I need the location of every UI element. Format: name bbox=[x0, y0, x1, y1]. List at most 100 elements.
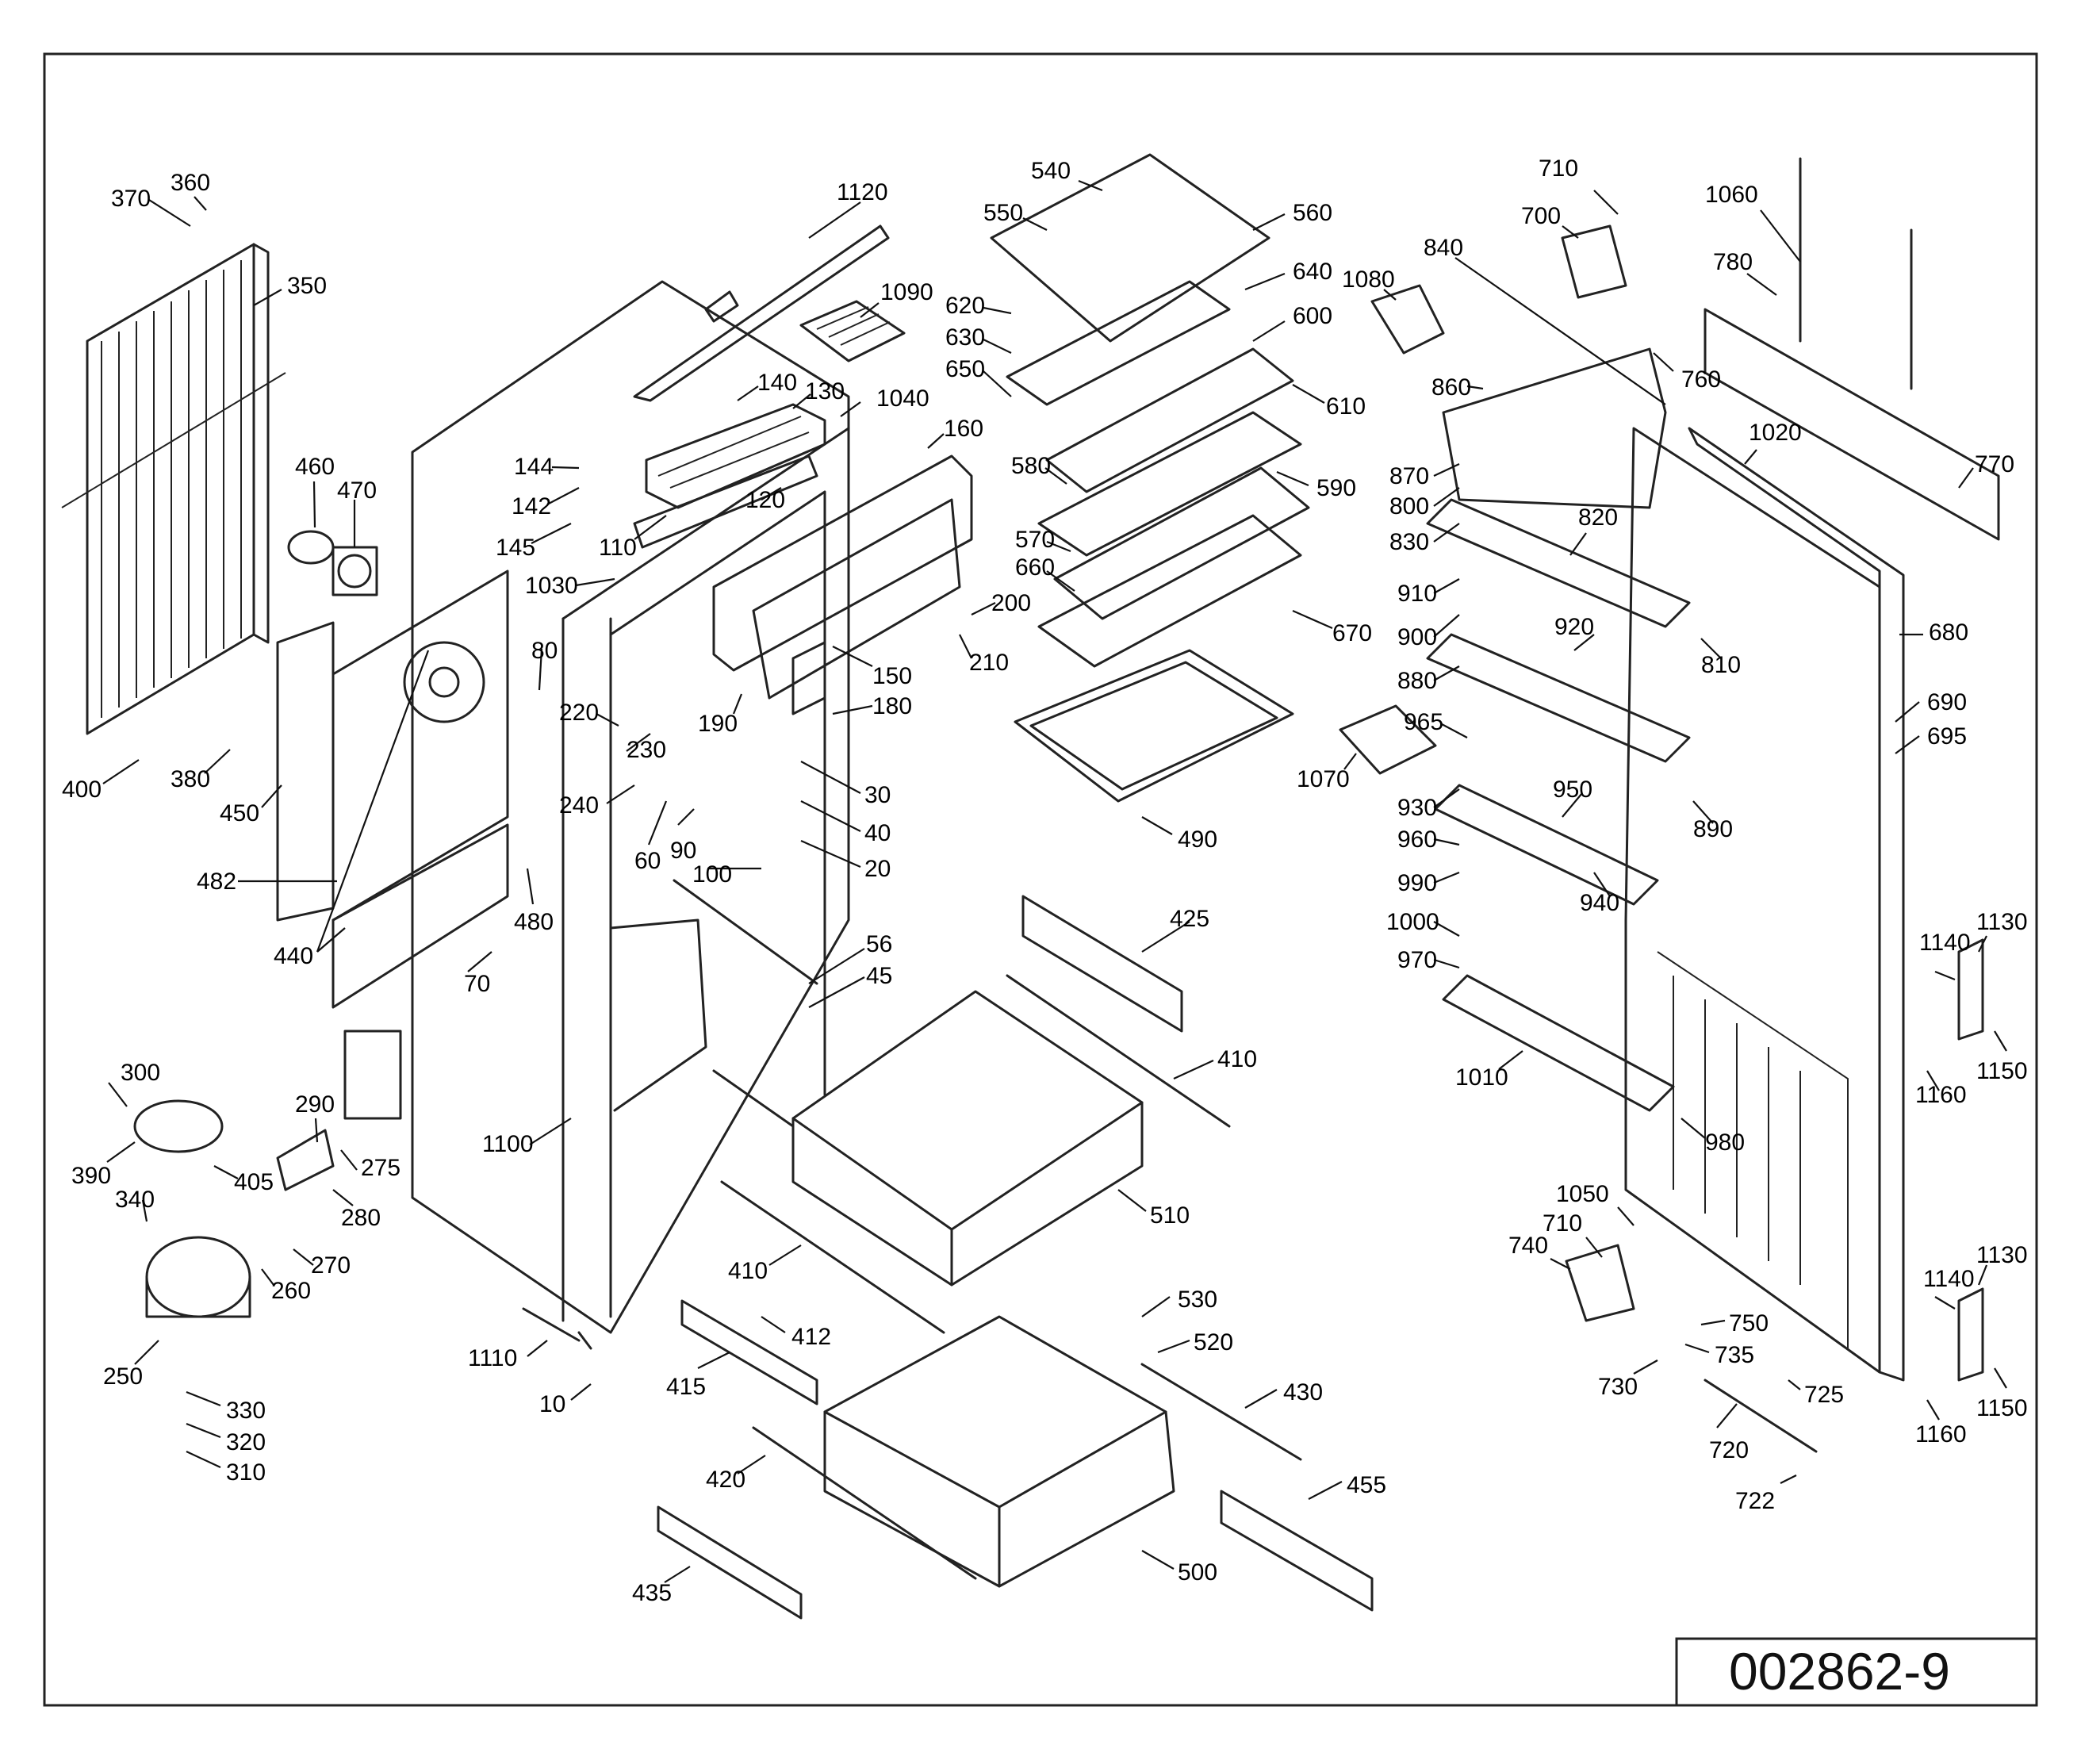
callout-label: 130 bbox=[805, 378, 845, 405]
callout-label: 1010 bbox=[1455, 1064, 1508, 1091]
callout-label: 290 bbox=[295, 1091, 335, 1118]
cabinet-body bbox=[411, 280, 850, 1334]
callout-label: 1130 bbox=[1976, 909, 2028, 935]
callout-label: 90 bbox=[670, 838, 696, 864]
callout-label: 830 bbox=[1389, 529, 1429, 555]
callout-label: 400 bbox=[62, 777, 102, 803]
callout-label: 1100 bbox=[482, 1131, 534, 1157]
wrench bbox=[522, 1307, 592, 1350]
callout-label: 490 bbox=[1178, 826, 1217, 853]
callout-label: 620 bbox=[945, 293, 985, 319]
callout-label: 405 bbox=[234, 1169, 274, 1195]
callout-label: 740 bbox=[1508, 1233, 1548, 1259]
callout-label: 722 bbox=[1735, 1488, 1775, 1514]
leader-lines bbox=[102, 179, 2007, 1583]
callout-label: 460 bbox=[295, 454, 335, 480]
callout-label: 520 bbox=[1194, 1329, 1233, 1356]
callout-label: 410 bbox=[1217, 1046, 1257, 1072]
callout-label: 730 bbox=[1598, 1374, 1638, 1400]
callout-label: 390 bbox=[71, 1163, 111, 1189]
drawer-rails bbox=[720, 974, 1302, 1580]
callout-label: 150 bbox=[872, 663, 912, 689]
callout-label: 240 bbox=[559, 792, 599, 819]
callout-label: 280 bbox=[341, 1205, 381, 1231]
callout-label: 120 bbox=[745, 487, 785, 513]
callout-label: 670 bbox=[1332, 620, 1372, 646]
callout-label: 990 bbox=[1397, 870, 1437, 896]
callout-label: 320 bbox=[226, 1429, 266, 1455]
door-balconies bbox=[1426, 347, 1691, 1112]
callout-label: 570 bbox=[1015, 527, 1055, 553]
callout-label: 590 bbox=[1316, 475, 1356, 501]
egg-tray bbox=[1339, 704, 1437, 775]
callout-label: 1130 bbox=[1976, 1242, 2028, 1268]
callout-labels: 370 360 350 400 380 460 470 450 482 440 … bbox=[62, 155, 2028, 1606]
ice-tray-upper bbox=[799, 300, 906, 362]
callout-label: 920 bbox=[1554, 614, 1594, 640]
callout-label: 1090 bbox=[880, 279, 933, 305]
callout-label: 412 bbox=[791, 1324, 831, 1350]
callout-label: 510 bbox=[1150, 1202, 1190, 1229]
callout-label: 310 bbox=[226, 1459, 266, 1486]
callout-label: 110 bbox=[599, 535, 637, 561]
callout-label: 420 bbox=[706, 1467, 745, 1493]
callout-label: 695 bbox=[1927, 723, 1967, 750]
callout-label: 540 bbox=[1031, 158, 1071, 184]
callout-label: 380 bbox=[171, 766, 210, 792]
crisper-drawer bbox=[791, 990, 1144, 1287]
callout-label: 250 bbox=[103, 1363, 143, 1390]
callout-label: 482 bbox=[197, 869, 236, 895]
refrigerator-door bbox=[1624, 427, 1905, 1382]
callout-label: 710 bbox=[1539, 155, 1578, 182]
callout-label: 720 bbox=[1709, 1437, 1749, 1463]
door-bins bbox=[712, 454, 973, 715]
callout-label: 160 bbox=[944, 416, 983, 442]
callout-label: 735 bbox=[1715, 1342, 1754, 1368]
callout-label: 630 bbox=[945, 324, 985, 351]
callout-label: 870 bbox=[1389, 463, 1429, 489]
callout-label: 140 bbox=[757, 370, 797, 396]
compressor bbox=[133, 1030, 402, 1318]
callout-label: 910 bbox=[1397, 581, 1437, 607]
callout-label: 45 bbox=[866, 963, 892, 989]
callout-label: 1110 bbox=[468, 1345, 517, 1371]
callout-label: 1080 bbox=[1342, 267, 1395, 293]
callout-label: 1020 bbox=[1749, 420, 1802, 446]
callout-label: 1160 bbox=[1915, 1421, 1967, 1448]
callout-label: 690 bbox=[1927, 689, 1967, 715]
callout-label: 180 bbox=[872, 693, 912, 719]
callout-label: 1160 bbox=[1915, 1082, 1967, 1108]
drawer-fronts bbox=[657, 895, 1374, 1620]
callout-label: 725 bbox=[1804, 1382, 1844, 1408]
callout-label: 550 bbox=[983, 200, 1023, 226]
callout-label: 1150 bbox=[1976, 1395, 2028, 1421]
callout-label: 1040 bbox=[876, 385, 929, 412]
callout-label: 680 bbox=[1929, 619, 1968, 646]
callout-label: 810 bbox=[1701, 652, 1741, 678]
callout-label: 270 bbox=[311, 1252, 351, 1279]
callout-label: 610 bbox=[1326, 393, 1366, 420]
callout-label: 360 bbox=[171, 170, 210, 196]
reference-code-box: 002862-9 bbox=[1675, 1637, 2038, 1707]
callout-label: 700 bbox=[1521, 203, 1561, 229]
callout-label: 30 bbox=[864, 782, 891, 808]
callout-label: 660 bbox=[1015, 554, 1055, 581]
callout-label: 965 bbox=[1404, 709, 1443, 735]
callout-label: 350 bbox=[287, 273, 327, 299]
callout-label: 950 bbox=[1553, 777, 1592, 803]
callout-label: 144 bbox=[514, 454, 554, 480]
callout-label: 220 bbox=[559, 700, 599, 726]
callout-label: 410 bbox=[728, 1258, 768, 1284]
callout-label: 780 bbox=[1713, 249, 1753, 275]
fan-shroud bbox=[287, 530, 335, 565]
callout-label: 1070 bbox=[1297, 766, 1350, 792]
callout-label: 880 bbox=[1397, 668, 1437, 694]
callout-label: 340 bbox=[115, 1187, 155, 1213]
control-panel bbox=[633, 403, 826, 549]
callout-label: 800 bbox=[1389, 493, 1429, 520]
callout-label: 970 bbox=[1397, 947, 1437, 973]
callout-label: 260 bbox=[271, 1278, 311, 1304]
callout-label: 450 bbox=[220, 800, 259, 826]
callout-label: 760 bbox=[1681, 366, 1721, 393]
